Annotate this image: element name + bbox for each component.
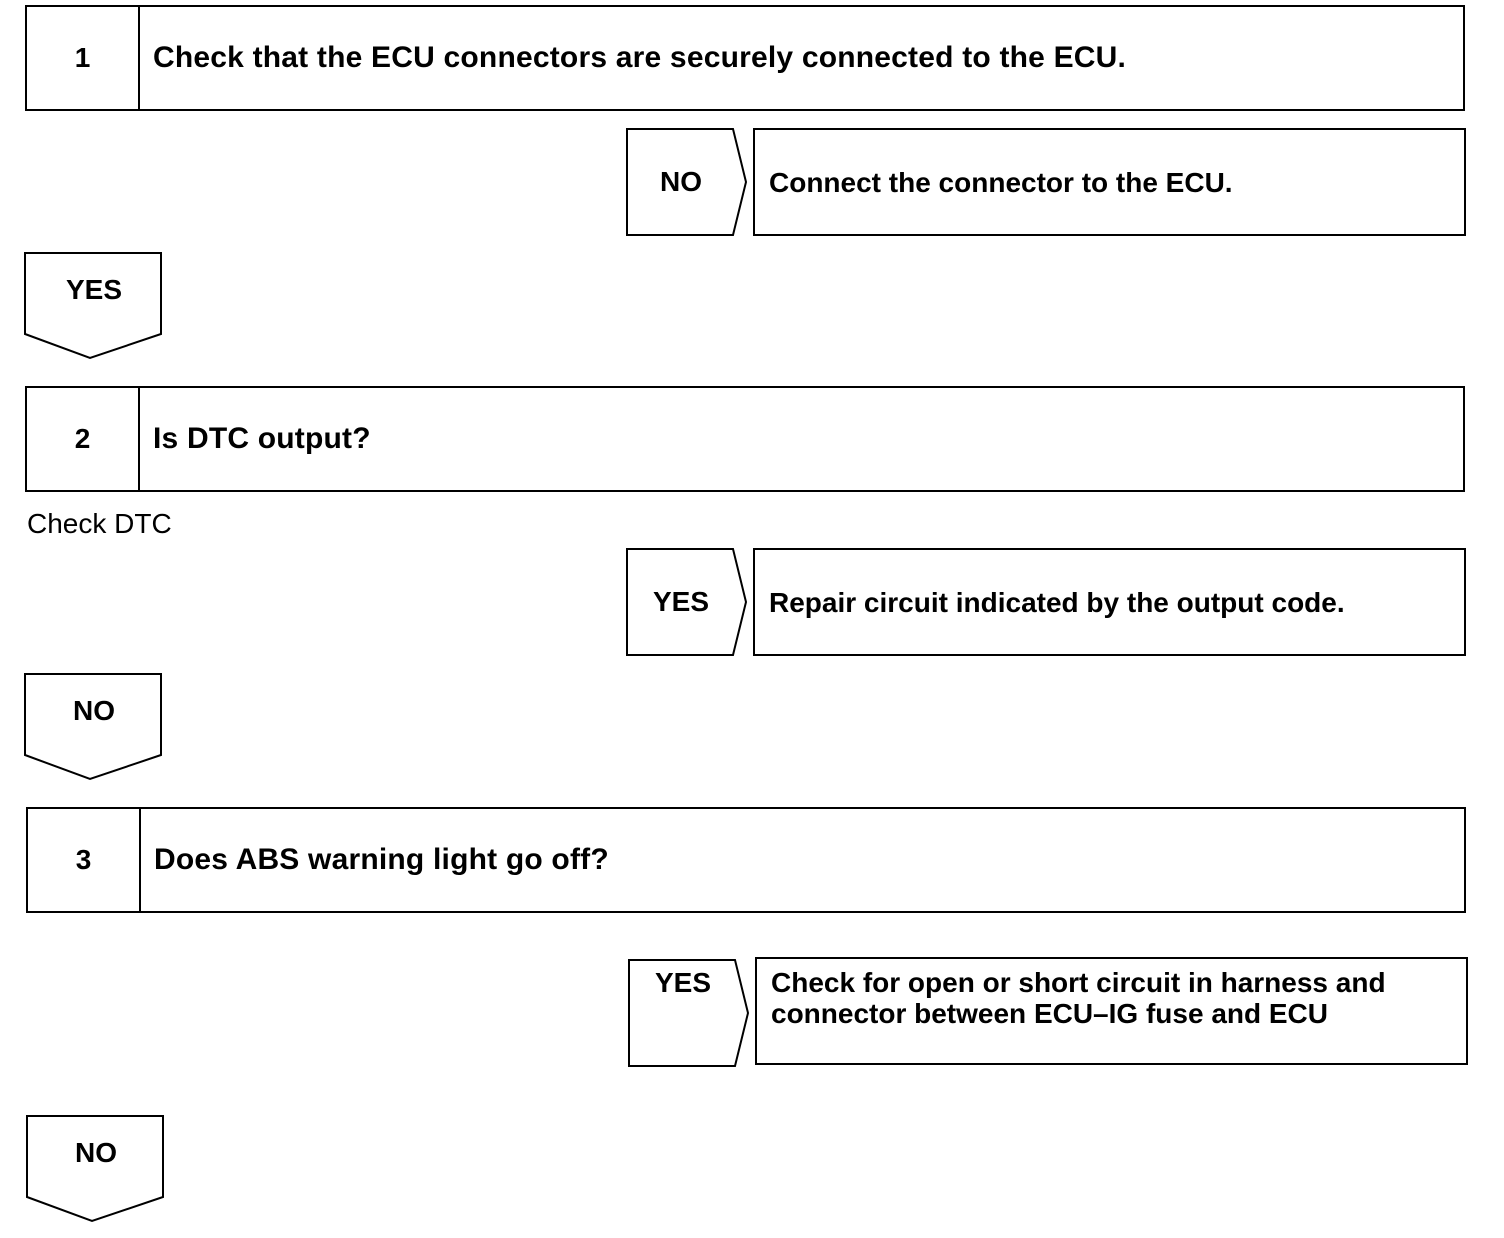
flow-tag-no: NO xyxy=(26,1115,166,1223)
step-number: 2 xyxy=(27,388,140,490)
right-arrow-icon xyxy=(626,128,748,236)
step-3-box: 3 Does ABS warning light go off? xyxy=(26,807,1466,913)
result-text-line-1: Check for open or short circuit in harne… xyxy=(771,967,1386,998)
flow-label: NO xyxy=(73,695,115,726)
result-box: Connect the connector to the ECU. xyxy=(753,128,1466,236)
right-arrow-icon xyxy=(626,548,748,656)
right-arrow-icon xyxy=(628,959,750,1067)
step-question: Check that the ECU connectors are secure… xyxy=(153,41,1127,74)
result-text-line-2: connector between ECU–IG fuse and ECU xyxy=(771,998,1328,1029)
step-number: 3 xyxy=(28,809,141,911)
down-arrow-icon xyxy=(24,673,162,781)
step-1-box: 1 Check that the ECU connectors are secu… xyxy=(25,5,1465,111)
down-arrow-icon xyxy=(26,1115,164,1223)
branch-label: YES xyxy=(652,586,710,617)
branch-label: YES xyxy=(654,967,712,998)
branch-tag-yes: YES xyxy=(626,548,748,656)
result-text: Repair circuit indicated by the output c… xyxy=(769,586,1345,618)
step-note: Check DTC xyxy=(27,508,172,539)
step-question: Is DTC output? xyxy=(153,422,371,455)
branch-label: NO xyxy=(660,166,702,197)
branch-tag-no: NO xyxy=(626,128,748,236)
flow-tag-yes: YES xyxy=(24,252,164,360)
flow-tag-no: NO xyxy=(24,673,164,781)
step-2-box: 2 Is DTC output? xyxy=(25,386,1465,492)
branch-tag-yes: YES xyxy=(628,959,750,1067)
result-box: Check for open or short circuit in harne… xyxy=(755,957,1468,1065)
flow-label: NO xyxy=(75,1137,117,1168)
step-question: Does ABS warning light go off? xyxy=(154,843,609,876)
result-box: Repair circuit indicated by the output c… xyxy=(753,548,1466,656)
result-text: Connect the connector to the ECU. xyxy=(769,166,1233,198)
down-arrow-icon xyxy=(24,252,162,360)
flow-label: YES xyxy=(65,274,123,305)
step-number: 1 xyxy=(27,7,140,109)
